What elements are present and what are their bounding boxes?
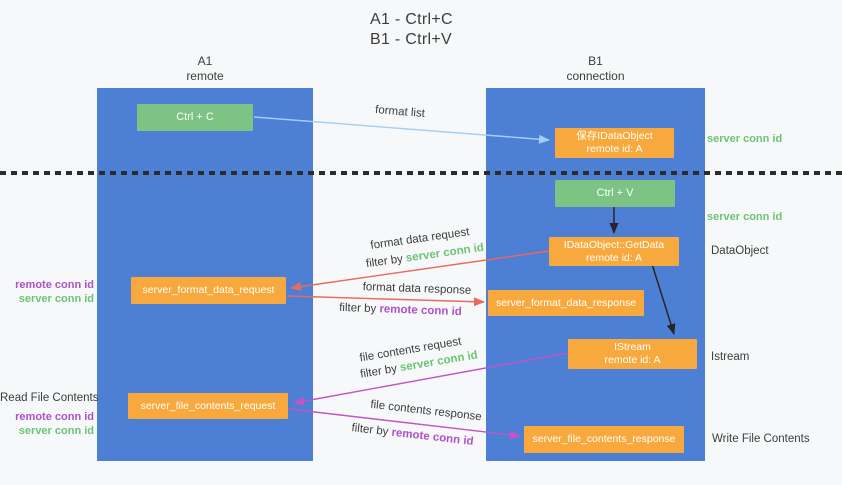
node-save-idataobject: 保存IDataObject remote id: A <box>555 128 674 158</box>
node-idataobject-getdata: IDataObject::GetData remote id: A <box>549 237 679 266</box>
annotation-remote-conn-id-1: remote conn id <box>15 279 94 291</box>
title-line-b1: B1 - Ctrl+V <box>370 31 452 48</box>
lifeline-b1-subtitle: connection <box>566 69 625 83</box>
label-filter-by-remote-1: filter by remote conn id <box>328 301 473 318</box>
lifeline-b1-name: B1 <box>588 54 603 68</box>
node-server-file-contents-request-label: server_file_contents_request <box>140 399 276 412</box>
annotation-dataobject: DataObject <box>711 245 769 257</box>
node-save-idataobject-line2: remote id: A <box>586 143 643 155</box>
session-divider-line <box>0 171 842 175</box>
node-istream-line1: IStream <box>614 341 651 353</box>
node-save-idataobject-line1: 保存IDataObject <box>576 130 653 142</box>
node-server-file-contents-request: server_file_contents_request <box>128 393 288 419</box>
label-filter-by-server-2-prefix: filter by <box>359 362 402 381</box>
node-server-file-contents-response: server_file_contents_response <box>524 426 684 453</box>
node-server-format-data-request: server_format_data_request <box>131 277 286 304</box>
node-server-file-contents-response-label: server_file_contents_response <box>532 433 676 445</box>
annotation-read-file-contents: Read File Contents <box>0 392 99 404</box>
node-server-format-data-response: server_format_data_response <box>488 290 644 316</box>
node-ctrl-v-label: Ctrl + V <box>596 187 634 199</box>
node-idataobject-getdata-line1: IDataObject::GetData <box>563 238 665 251</box>
label-filter-by-remote-1-id: remote conn id <box>379 303 463 319</box>
node-server-format-data-request-label: server_format_data_request <box>142 284 275 296</box>
lifeline-a1-name: A1 <box>197 54 213 68</box>
diagram-title: A1 - Ctrl+C B1 - Ctrl+V <box>370 10 453 50</box>
label-filter-by-remote-2-id: remote conn id <box>390 426 475 448</box>
label-filter-by-remote-2-prefix: filter by <box>350 422 393 439</box>
lifeline-header-b1: B1 connection <box>486 54 705 84</box>
node-idataobject-getdata-line2: remote id: A <box>585 251 643 264</box>
label-filter-by-remote-2: filter by remote conn id <box>340 421 485 449</box>
lifeline-a1-subtitle: remote <box>186 69 224 83</box>
lifeline-header-a1: A1 remote <box>97 54 313 84</box>
annotation-server-conn-id-left-1: server conn id <box>18 293 94 305</box>
label-filter-by-server-1-prefix: filter by <box>365 252 407 271</box>
label-file-contents-response: file contents response <box>369 398 483 424</box>
label-format-list: format list <box>374 104 426 120</box>
node-istream-line2: remote id: A <box>604 354 661 366</box>
node-istream: IStream remote id: A <box>568 339 697 369</box>
label-filter-by-remote-1-prefix: filter by <box>338 301 380 316</box>
annotation-server-conn-id-left-2: server conn id <box>18 425 94 437</box>
node-ctrl-c: Ctrl + C <box>137 104 253 131</box>
node-server-format-data-response-label: server_format_data_response <box>495 296 637 309</box>
annotation-remote-conn-id-2: remote conn id <box>15 411 94 423</box>
annotation-server-conn-id-1: server conn id <box>707 133 783 145</box>
node-ctrl-v: Ctrl + V <box>555 180 675 207</box>
annotation-write-file-contents: Write File Contents <box>712 433 810 445</box>
annotation-istream: Istream <box>711 351 750 363</box>
title-line-a1: A1 - Ctrl+C <box>370 11 453 28</box>
label-format-data-response: format data response <box>362 281 472 297</box>
arrow-format-data-response <box>286 295 485 307</box>
node-ctrl-c-label: Ctrl + C <box>176 111 214 123</box>
annotation-server-conn-id-2: server conn id <box>707 211 783 223</box>
